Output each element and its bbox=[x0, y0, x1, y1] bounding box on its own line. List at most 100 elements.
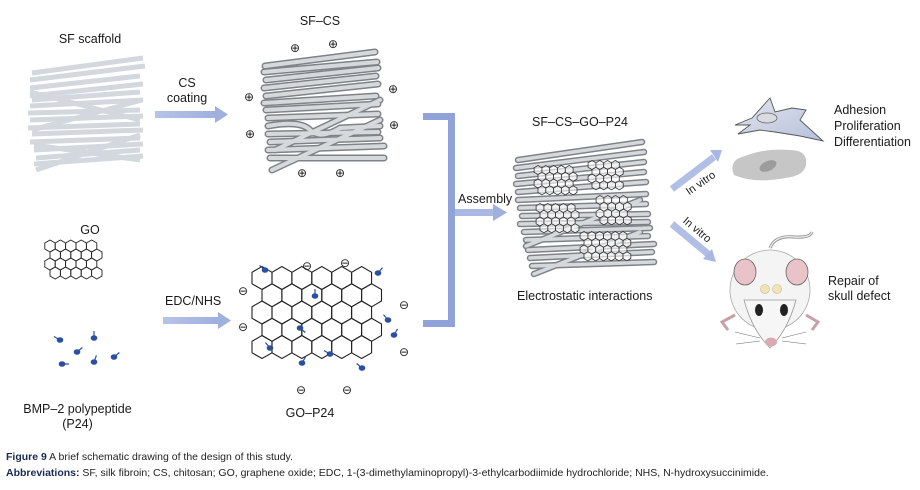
composite-go-hexagon bbox=[614, 251, 624, 262]
go-p24-hexagon bbox=[331, 334, 353, 360]
composite-go-hexagon bbox=[561, 185, 570, 196]
differentiated-cell-icon bbox=[732, 149, 807, 181]
go-p24-hexagon bbox=[271, 334, 293, 360]
positive-charge-icon: ⊕ bbox=[389, 118, 399, 132]
peptide-icon bbox=[311, 289, 319, 299]
label-differentiation: Differentiation bbox=[834, 135, 911, 149]
figure-caption-abbreviations: Abbreviations: SF, silk fibroin; CS, chi… bbox=[6, 467, 769, 479]
positive-charge-icon: ⊕ bbox=[297, 166, 307, 180]
go-p24-hexagon bbox=[291, 334, 313, 360]
label-sf-cs: SF–CS bbox=[299, 14, 341, 28]
composite-fiber-highlight bbox=[516, 192, 648, 202]
composite-go-hexagon bbox=[599, 180, 608, 191]
peptide-icon bbox=[356, 363, 366, 371]
peptide-icon bbox=[58, 361, 69, 367]
positive-charge-icon: ⊕ bbox=[335, 166, 345, 180]
stem-cell-icon bbox=[734, 97, 825, 142]
composite-go-hexagon bbox=[568, 185, 578, 196]
caption-title-text: A brief schematic drawing of the design … bbox=[46, 451, 293, 463]
sf-scaffold-fibers bbox=[27, 55, 146, 173]
edc-nhs-arrow bbox=[163, 312, 231, 329]
label-p24: (P24) bbox=[62, 417, 93, 431]
peptide-icon bbox=[73, 347, 83, 355]
assembly-bracket bbox=[423, 113, 507, 327]
composite-go-hexagon bbox=[622, 251, 632, 262]
composite-go-hexagon bbox=[547, 223, 556, 234]
positive-charge-icon: ⊕ bbox=[328, 37, 338, 51]
negative-charge-icon: ⊖ bbox=[342, 383, 352, 397]
composite-go-hexagon bbox=[591, 180, 601, 191]
peptide-icon bbox=[259, 265, 269, 273]
composite-go-hexagon bbox=[615, 215, 624, 226]
peptide-icon bbox=[110, 352, 120, 360]
positive-charge-icon: ⊕ bbox=[388, 82, 398, 96]
positive-charge-icon: ⊕ bbox=[290, 41, 300, 55]
label-proliferation: Proliferation bbox=[834, 119, 901, 133]
positive-charge-icon: ⊕ bbox=[244, 90, 254, 104]
label-cs-coating-1: CS bbox=[178, 76, 196, 90]
go-hexagon bbox=[49, 266, 61, 280]
composite-fiber-highlight bbox=[514, 150, 646, 170]
negative-charge-icon: ⊖ bbox=[399, 345, 409, 359]
peptide-icon bbox=[265, 342, 274, 351]
peptide-icon bbox=[53, 335, 64, 343]
go-lattice bbox=[44, 239, 103, 280]
composite-go-hexagon bbox=[539, 223, 549, 234]
bound-peptides bbox=[259, 265, 399, 371]
peptide-icon bbox=[90, 355, 98, 365]
composite-go-hexagon bbox=[607, 251, 616, 262]
composite-fibers bbox=[512, 138, 658, 278]
label-sf-scaffold: SF scaffold bbox=[58, 32, 122, 46]
composite-go-hexagon bbox=[553, 185, 562, 196]
label-adhesion: Adhesion bbox=[834, 103, 887, 117]
caption-title-label: Figure 9 bbox=[6, 451, 47, 463]
in-vitro-arrow-lower bbox=[669, 221, 716, 262]
go-hexagon bbox=[80, 266, 93, 280]
charge-symbols: ⊕⊕⊕⊕⊕⊕⊕⊕⊖⊖⊖⊖⊖⊖⊖⊖ bbox=[238, 37, 409, 397]
go-p24-lattice bbox=[251, 265, 383, 360]
negative-charge-icon: ⊖ bbox=[238, 320, 248, 334]
cs-coating-arrow bbox=[155, 106, 228, 123]
composite-go-hexagon bbox=[570, 223, 580, 234]
negative-charge-icon: ⊖ bbox=[238, 284, 248, 298]
go-p24-hexagon bbox=[351, 334, 373, 360]
composite-go-hexagon bbox=[599, 215, 609, 226]
composite-go-hexagon bbox=[591, 251, 600, 262]
composite-go-hexagon bbox=[545, 185, 554, 196]
label-go-p24: GO–P24 bbox=[285, 406, 335, 420]
composite-go-hexagon bbox=[583, 251, 593, 262]
peptide-icon bbox=[374, 267, 383, 276]
go-hexagon bbox=[70, 266, 82, 280]
composite-go-hexagon bbox=[607, 215, 616, 226]
composite-go-hexagon bbox=[623, 215, 632, 226]
peptide-icon bbox=[390, 328, 399, 338]
composite-go-hexagon bbox=[555, 223, 564, 234]
composite-go-hexagon bbox=[563, 223, 572, 234]
composite-go-hexagon bbox=[607, 180, 616, 191]
label-repair-1: Repair of bbox=[828, 274, 879, 288]
composite-fiber-highlight bbox=[516, 140, 644, 162]
peptide-icon bbox=[90, 331, 98, 341]
negative-charge-icon: ⊖ bbox=[302, 259, 312, 273]
sf-cs-fibers bbox=[260, 48, 388, 174]
peptide-icon bbox=[383, 314, 392, 323]
in-vitro-arrow-upper bbox=[669, 150, 722, 192]
label-go: GO bbox=[80, 223, 100, 237]
label-assembly: Assembly bbox=[458, 192, 513, 206]
peptide-icon bbox=[296, 325, 306, 333]
label-edc-nhs: EDC/NHS bbox=[165, 294, 222, 308]
go-hexagon bbox=[91, 266, 103, 280]
mouse-illustration-icon bbox=[719, 231, 821, 349]
negative-charge-icon: ⊖ bbox=[399, 298, 409, 312]
caption-abbr-text: SF, silk fibroin; CS, chitosan; GO, grap… bbox=[79, 467, 769, 479]
composite-go-hexagon bbox=[599, 251, 608, 262]
caption-abbr-label: Abbreviations: bbox=[6, 467, 80, 479]
figure-caption-title: Figure 9 A brief schematic drawing of th… bbox=[6, 451, 293, 463]
label-cs-coating-2: coating bbox=[166, 91, 208, 105]
schematic-diagram: ⊕⊕⊕⊕⊕⊕⊕⊕⊖⊖⊖⊖⊖⊖⊖⊖ bbox=[27, 37, 825, 397]
composite-go-hexagon bbox=[615, 180, 624, 191]
peptide-icon bbox=[323, 349, 334, 357]
composite-go-hexagon bbox=[537, 185, 547, 196]
negative-charge-icon: ⊖ bbox=[296, 383, 306, 397]
positive-charge-icon: ⊕ bbox=[245, 127, 255, 141]
